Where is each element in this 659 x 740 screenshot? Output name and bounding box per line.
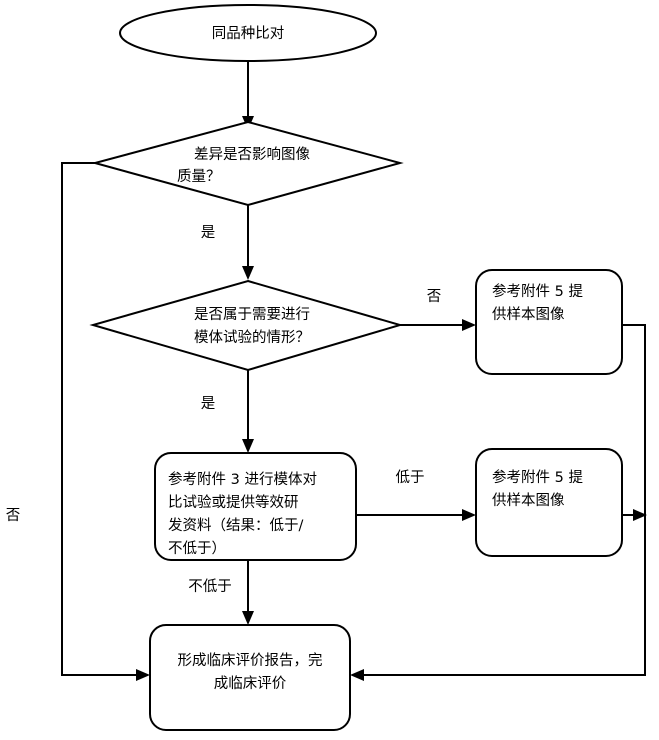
node-phantom-process-line3: 发资料（结果：低于/ (168, 517, 303, 534)
edge-no-bypass-to-report (61, 162, 150, 681)
node-decision-phantom-test-line1: 是否属于需要进行 (194, 306, 310, 323)
edge-yes-to-decision-phantom-test (242, 205, 254, 280)
node-report-line2: 成临床评价 (214, 675, 287, 692)
node-start[interactable]: 同品种比对 (119, 4, 377, 62)
node-phantom-process-line2: 比试验或提供等效研 (168, 493, 299, 511)
edge-label-not-lower-to-report: 不低于 (188, 578, 232, 595)
edge-not-lower-to-report (242, 560, 254, 625)
edge-sample-image-bottom-to-right-bus (622, 509, 647, 521)
edge-label-yes-to-phantom-process: 是 (201, 396, 216, 412)
node-decision-phantom-test-line2: 模体试验的情形？ (194, 329, 310, 346)
node-decision-image-quality[interactable]: 差异是否影响图像 质量？ (91, 120, 404, 207)
edge-label-yes-to-phantom-decision: 是 (201, 225, 216, 241)
node-decision-image-quality-line2: 质量？ (177, 168, 221, 185)
edge-label-no-to-sample-top: 否 (427, 289, 442, 305)
node-sample-image-bottom[interactable]: 参考附件 5 提 供样本图像 (475, 448, 623, 557)
edge-label-lower-to-sample-bottom: 低于 (396, 469, 425, 486)
node-sample-image-bottom-line1: 参考附件 5 提 (492, 469, 583, 486)
edge-no-to-sample-image-top (400, 319, 476, 331)
edge-yes-to-phantom-process (242, 370, 254, 453)
node-phantom-process[interactable]: 参考附件 3 进行模体对 比试验或提供等效研 发资料（结果：低于/ 不低于） (154, 452, 357, 561)
node-sample-image-top[interactable]: 参考附件 5 提 供样本图像 (475, 269, 623, 375)
node-phantom-process-line4: 不低于） (168, 540, 226, 557)
edge-sample-image-top-to-report (350, 324, 646, 681)
node-decision-phantom-test[interactable]: 是否属于需要进行 模体试验的情形？ (89, 279, 404, 372)
node-report[interactable]: 形成临床评价报告，完 成临床评价 (149, 624, 351, 731)
node-sample-image-top-line1: 参考附件 5 提 (492, 283, 583, 300)
node-start-label: 同品种比对 (212, 25, 285, 42)
node-phantom-process-line1: 参考附件 3 进行模体对 (168, 471, 317, 488)
edge-label-no-left-bypass: 否 (6, 508, 21, 524)
node-decision-image-quality-line1: 差异是否影响图像 (194, 146, 310, 163)
edge-start-to-decision-image-quality (242, 60, 254, 130)
node-report-line1: 形成临床评价报告，完 (178, 652, 323, 669)
node-sample-image-bottom-line2: 供样本图像 (492, 492, 565, 509)
node-sample-image-top-line2: 供样本图像 (492, 306, 565, 323)
edge-lower-to-sample-image-bottom (356, 509, 476, 521)
